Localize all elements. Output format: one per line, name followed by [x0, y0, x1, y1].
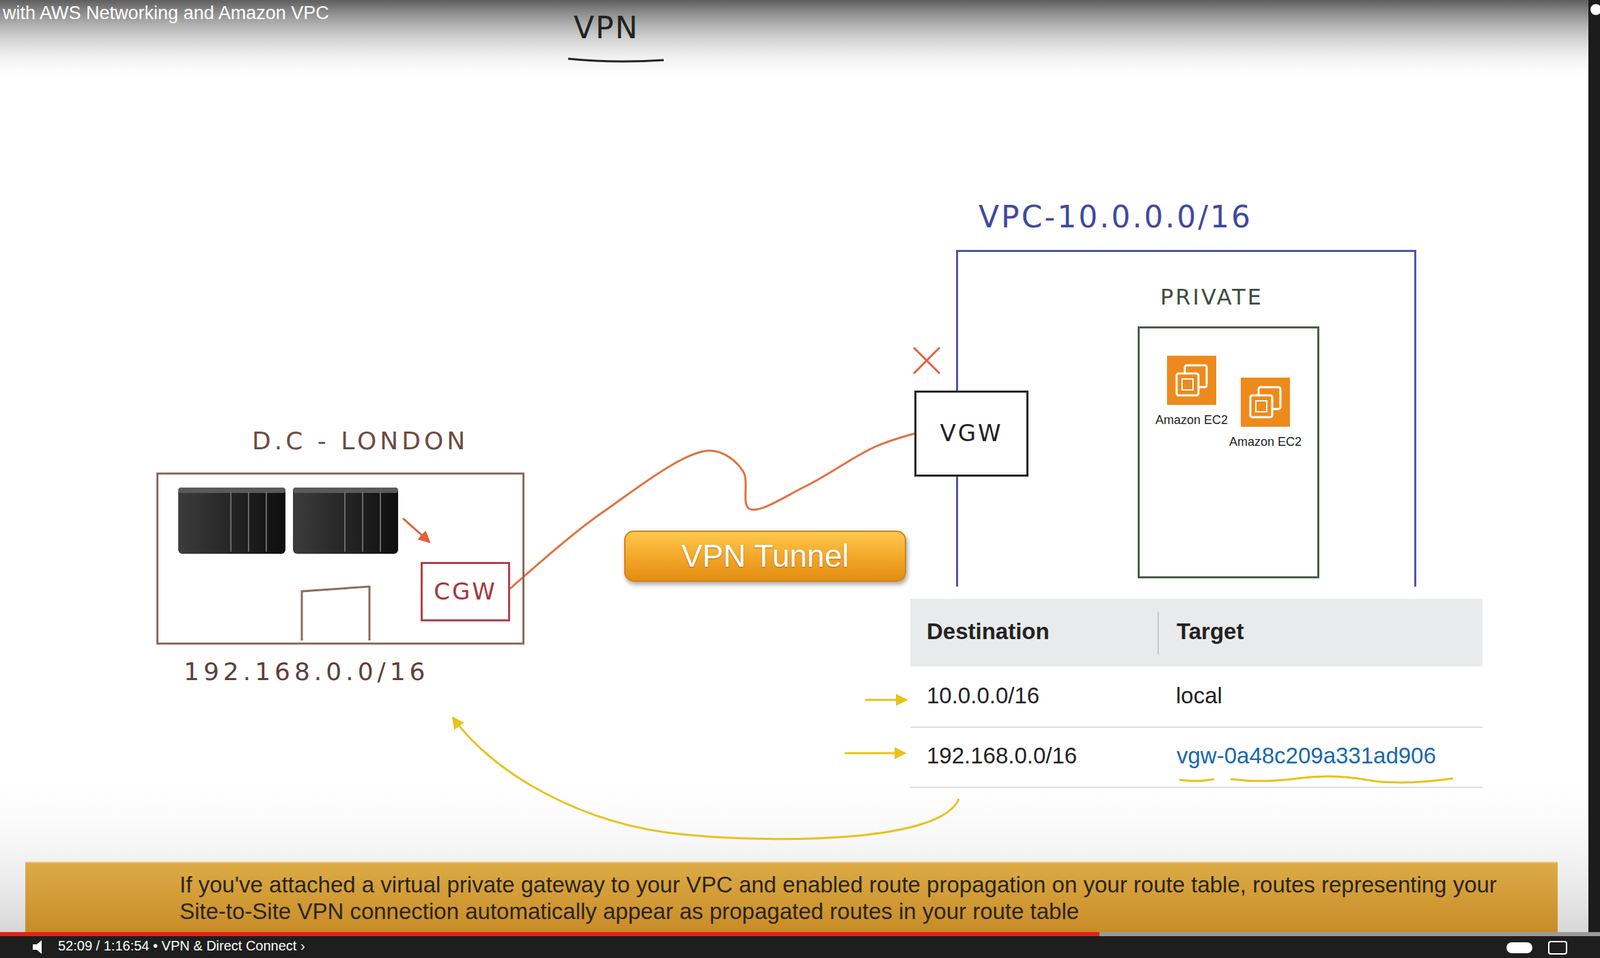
- server-rack: [292, 487, 399, 554]
- caption-band: If you've attached a virtual private gat…: [25, 861, 1558, 933]
- ec2-instance: Amazon EC2: [1227, 377, 1305, 450]
- video-title: with AWS Networking and Amazon VPC: [2, 2, 330, 24]
- player-status: 52:09 / 1:16:54 • VPN & Direct Connect ›: [58, 938, 306, 954]
- server-rack: [292, 487, 399, 554]
- server-rack: [178, 487, 286, 554]
- highlight-underline: [1230, 776, 1454, 783]
- side-dot: [1590, 4, 1600, 16]
- subtitle-icon: [1548, 941, 1567, 954]
- server-rack: [178, 487, 286, 494]
- route-table: [910, 786, 1483, 789]
- device-outline: [301, 586, 370, 641]
- ec2-icon: [1240, 377, 1290, 427]
- highlight-underline: [1179, 779, 1215, 782]
- subnet-box: PRIVATEAmazon EC2Amazon EC2: [1137, 326, 1320, 579]
- tunnel-badge: VPN Tunnel: [624, 530, 907, 582]
- flow-arrow: [402, 518, 429, 542]
- ec2-icon: [1167, 355, 1217, 405]
- ec2-icon: [1240, 377, 1290, 427]
- instance-label: Amazon EC2: [1155, 413, 1228, 428]
- ec2-instance: Amazon EC2: [1153, 355, 1231, 428]
- side-strip: [1588, 0, 1600, 933]
- progress-fill: [0, 932, 1100, 937]
- server-rack: [178, 487, 286, 554]
- cross-mark: [913, 347, 940, 374]
- vpc-name: VPC-10.0.0.0/16: [978, 200, 1253, 235]
- route-table: [910, 726, 1483, 728]
- top-shade: [0, 0, 1600, 82]
- cross-mark: [913, 347, 940, 374]
- vpn-connection: [510, 433, 915, 589]
- gateway-label: CGW: [433, 578, 498, 606]
- title-underline: [568, 58, 664, 62]
- pointer-arrow: [865, 699, 906, 702]
- table-cell: vgw-0a48c209a331ad906: [1176, 742, 1437, 769]
- volume-icon: [32, 940, 42, 954]
- virtual-gateway-box: VGW: [914, 390, 1029, 477]
- route-table: [910, 666, 1483, 788]
- data-center-box: D.C - LONDON192.168.0.0/16CGW: [156, 472, 525, 645]
- caption-text: If you've attached a virtual private gat…: [179, 871, 1539, 926]
- server-rack: [379, 491, 382, 552]
- server-rack: [247, 491, 250, 552]
- route-table: [910, 598, 1483, 667]
- slide-title: VPN: [573, 10, 640, 46]
- route-table: [910, 598, 1483, 788]
- ec2-icon: [1167, 355, 1217, 405]
- toggle-icon: [1506, 942, 1533, 954]
- ec2-icon: [1250, 395, 1273, 418]
- table-cell: 192.168.0.0/16: [926, 742, 1077, 769]
- bottom-shade: [0, 764, 1600, 958]
- table-header: Destination: [926, 618, 1050, 645]
- server-rack: [230, 491, 232, 552]
- table-header: Target: [1176, 618, 1244, 645]
- player-bar: [0, 936, 1600, 958]
- gateway-label: VGW: [939, 419, 1003, 447]
- pointer-curve: [453, 718, 959, 840]
- cidr-range: 192.168.0.0/16: [183, 657, 430, 686]
- server-rack: [344, 491, 346, 552]
- site-name: D.C - LONDON: [251, 426, 469, 455]
- instance-label: Amazon EC2: [1229, 434, 1302, 450]
- cross-mark: [913, 347, 940, 374]
- server-rack: [361, 491, 364, 552]
- pointer-arrow: [844, 752, 905, 755]
- route-table: [1157, 611, 1159, 655]
- tunnel-label: VPN Tunnel: [681, 538, 849, 575]
- progress-track: [0, 932, 1600, 937]
- customer-gateway-box: CGW: [420, 562, 511, 622]
- ec2-icon: [1182, 379, 1194, 390]
- ec2-icon: [1176, 373, 1199, 396]
- subnet-name: PRIVATE: [1160, 284, 1264, 311]
- table-cell: 10.0.0.0/16: [926, 682, 1040, 709]
- server-rack: [265, 491, 268, 552]
- ec2-icon: [1255, 400, 1267, 412]
- table-cell: local: [1175, 682, 1223, 709]
